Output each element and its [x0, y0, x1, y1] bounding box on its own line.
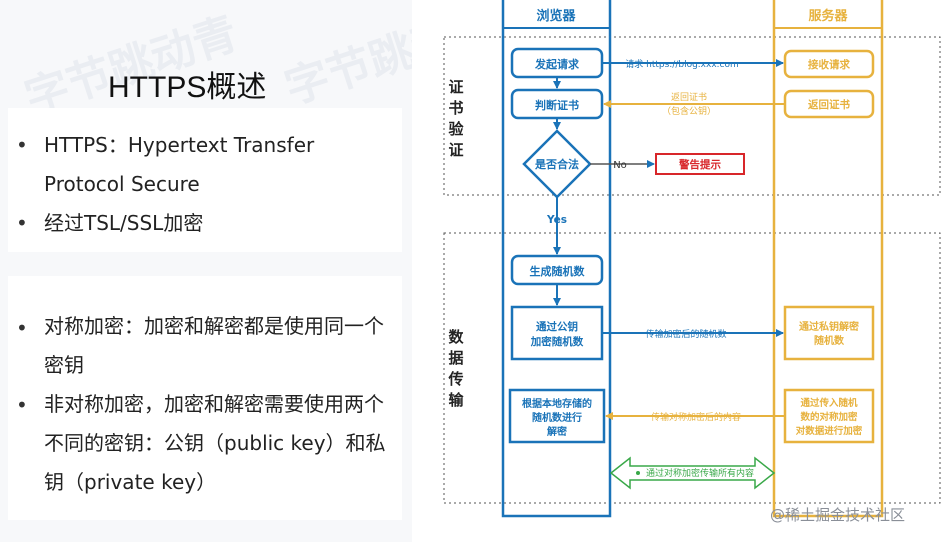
- gen-random-label: 生成随机数: [530, 264, 586, 278]
- bullet-text-tls: 经过TSL/SSL加密: [44, 211, 204, 235]
- data-section-label: 数 据 传 输: [447, 328, 464, 409]
- encrypt-sym-box: [783, 388, 875, 444]
- decrypt-local-line: 根据本地存储的: [522, 397, 592, 410]
- no-label: No: [613, 160, 627, 171]
- request-url-label: 请求 https://blog.xxx.com: [625, 58, 738, 70]
- decrypt-local-box: [508, 388, 606, 444]
- bullet-text-https: HTTPS：Hypertext Transfer Protocol Secure: [44, 133, 315, 196]
- section-char: 据: [448, 349, 463, 367]
- encrypt-sym-line: 数的对称加密: [799, 411, 858, 423]
- section-char: 数: [448, 328, 464, 346]
- section-char: 验: [448, 120, 464, 138]
- encrypt-random-line: 加密随机数: [530, 335, 584, 348]
- send-sym-content-label: 传输对称加密后的内容: [651, 411, 741, 423]
- bullet-dot: •: [16, 316, 28, 340]
- cert-section-label: 证 书 验 证: [448, 78, 464, 159]
- green-dot-icon: [636, 471, 640, 475]
- judge-cert-label: 判断证书: [535, 98, 579, 112]
- legal-decision-label: 是否合法: [534, 157, 579, 171]
- browser-lane: [501, 0, 612, 518]
- encrypt-random-box: [510, 305, 604, 361]
- section-char: 证: [448, 78, 463, 96]
- symmetric-transfer-label: 通过对称加密传输所有内容: [646, 467, 754, 479]
- encrypt-random-line: 通过公钥: [536, 320, 578, 333]
- bullet-dot: •: [16, 211, 28, 235]
- decrypt-private-line: 通过私钥解密: [799, 320, 859, 333]
- decrypt-private-box: [783, 305, 875, 361]
- encrypt-sym-line: 通过传入随机: [800, 397, 858, 409]
- return-cert-box-label: 返回证书: [808, 98, 850, 111]
- decrypt-local-line: 随机数进行: [532, 411, 582, 424]
- warning-box: [655, 153, 745, 175]
- yes-label: Yes: [546, 214, 567, 226]
- intro-card: • HTTPS：Hypertext Transfer Protocol Secu…: [8, 108, 402, 252]
- send-encrypted-label: 传输加密后的随机数: [645, 328, 726, 340]
- section-char: 传: [447, 370, 463, 388]
- symmetric-transfer-double-arrow: [609, 456, 776, 490]
- encrypt-sym-line: 对数据进行加密: [796, 425, 863, 437]
- receive-request-box: [783, 49, 875, 79]
- decrypt-local-line: 解密: [547, 425, 567, 438]
- encryption-card: • 对称加密：加密和解密都是使用同一个密钥 • 非对称加密，加密和解密需要使用两…: [8, 276, 402, 520]
- decrypt-private-line: 随机数: [814, 334, 845, 347]
- footer-watermark: @稀土掘金技术社区: [770, 506, 906, 524]
- bullet-text-asymmetric: 非对称加密，加密和解密需要使用两个不同的密钥：公钥（public key）和私钥…: [44, 392, 386, 494]
- return-cert-label: （包含公钥）: [662, 105, 716, 117]
- bullet-dot: •: [16, 133, 28, 157]
- cert-section-frame: [443, 36, 941, 196]
- section-char: 证: [448, 141, 463, 159]
- send-request-label: 发起请求: [534, 57, 580, 71]
- page-title: HTTPS概述: [108, 71, 267, 104]
- server-lane-title: 服务器: [808, 8, 848, 24]
- diagram-background: [412, 0, 948, 542]
- receive-request-label: 接收请求: [808, 58, 850, 71]
- browser-lane-title: 浏览器: [536, 8, 576, 24]
- return-cert-label: 返回证书: [671, 91, 707, 103]
- warning-label: 警告提示: [678, 158, 721, 171]
- bullet-text-symmetric: 对称加密：加密和解密都是使用同一个密钥: [44, 314, 384, 377]
- section-char: 书: [448, 99, 463, 117]
- bullet-dot: •: [16, 393, 28, 417]
- section-char: 输: [448, 391, 464, 409]
- data-section-frame: [443, 232, 941, 504]
- server-lane: [772, 0, 884, 518]
